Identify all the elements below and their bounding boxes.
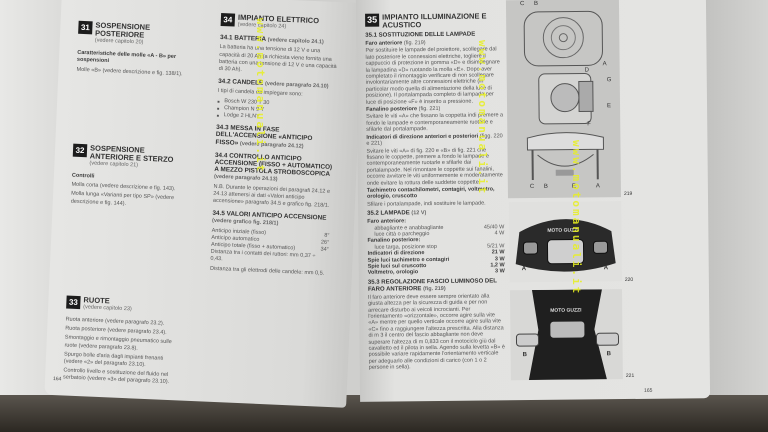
- figure-number: 219: [623, 190, 633, 198]
- ref: (vedere capitolo 24.1): [267, 37, 324, 46]
- ref: (vedere paragrafo 24.12): [239, 140, 304, 150]
- subheading: Faro anteriore: [365, 40, 403, 47]
- rear-light-drawing: [515, 289, 620, 381]
- front-fairing-drawing: [515, 219, 616, 272]
- text: Controllo livello e sostituzione del flu…: [62, 367, 170, 386]
- callout-label: D: [584, 67, 590, 74]
- section-number: 32: [72, 143, 88, 158]
- label: Voltmetro, orologio: [367, 269, 419, 277]
- callout-label: A: [602, 61, 607, 68]
- watermark: www.motomanuali.it: [476, 40, 489, 196]
- value: 3 W: [494, 268, 505, 275]
- callout-label: B: [606, 351, 612, 358]
- text: Sfilare i portalampade, indi sostituire …: [367, 200, 486, 208]
- ref: (fig. 219): [423, 285, 446, 292]
- subheading: Indicatori di direzione anteriori e post…: [366, 133, 479, 141]
- watermark: www.motomanuali.it: [570, 140, 583, 296]
- section-number: 33: [66, 295, 81, 309]
- section-number: 35: [365, 13, 380, 27]
- callout-label: B: [543, 183, 548, 190]
- section-number: 31: [78, 20, 93, 35]
- figure-220-front-fairing-photo: MOTO GUZZI A A: [509, 201, 622, 283]
- brand-logo: MOTO GUZZI: [550, 307, 582, 314]
- value: 34°: [320, 246, 330, 253]
- section-title: IMPIANTO ILLUMINAZIONE E ACUSTICO: [382, 11, 487, 30]
- text: Il faro anteriore deve essere sempre ori…: [368, 293, 505, 372]
- ref: (12 V): [411, 210, 427, 217]
- spark-plug-list: Bosch W 230 T 30 Champion N 9 Y Lodge 2 …: [217, 98, 336, 125]
- callout-label: E: [607, 103, 612, 110]
- subheading: Fanalino posteriore: [366, 106, 418, 113]
- callout-label: F: [587, 121, 591, 128]
- text: N.B. Durante le operazioni dei paragrafi…: [212, 183, 331, 209]
- callout-label: A: [603, 265, 609, 272]
- figure-221-rear-light-photo: MOTO GUZZI B B: [509, 289, 623, 381]
- value: 4 W: [494, 230, 505, 237]
- figure-number: 220: [624, 276, 634, 284]
- callout-label: A: [521, 266, 527, 273]
- callout-label: G: [606, 77, 612, 84]
- heading: 35.1 SOSTITUZIONE DELLE LAMPADE: [365, 31, 476, 39]
- page-number: 164: [52, 375, 62, 383]
- section-number: 34: [220, 12, 236, 27]
- callout-label: B: [533, 0, 539, 7]
- watermark: www.motomanuali.it: [254, 18, 267, 174]
- text: La batteria ha una tensione di 12 V e un…: [218, 44, 337, 73]
- page-number: 165: [643, 387, 653, 394]
- lamp-row: Voltmetro, orologio 3 W: [368, 269, 505, 277]
- figure-number: 221: [625, 372, 635, 380]
- ref: (vedere paragrafo 24.10): [264, 81, 329, 90]
- headlight-drawing: [523, 10, 604, 181]
- callout-label: C: [529, 183, 535, 191]
- text: Molla lunga «Varianti per tipo SP» (vede…: [70, 191, 175, 207]
- ref: (vedere paragrafo 24.13): [213, 174, 278, 184]
- figure-219-headlight-diagram: C B A D G E F C B E A: [505, 0, 621, 199]
- ref: (fig. 221): [418, 106, 441, 113]
- ref: (fig. 219): [403, 40, 426, 47]
- section-sub: (vedere capitolo 23): [83, 304, 132, 313]
- callout-label: C: [519, 1, 525, 8]
- heading: 35.2 LAMPADE: [367, 210, 410, 217]
- ref: (vedere grafico fig. 218/1): [211, 218, 279, 228]
- callout-label: B: [522, 352, 528, 359]
- callout-label: A: [595, 183, 600, 190]
